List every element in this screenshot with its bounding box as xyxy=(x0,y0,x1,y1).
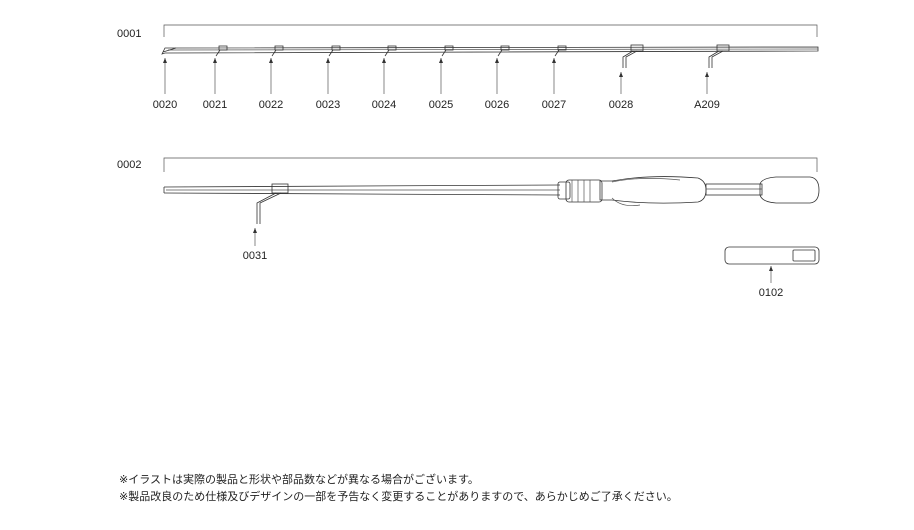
part-number-label: 0024 xyxy=(372,99,396,111)
guide-top-6 xyxy=(497,45,510,57)
arrow-head xyxy=(769,266,773,271)
guide-top-1 xyxy=(215,45,228,57)
arrow-head xyxy=(495,58,499,63)
section-label-butt: 0002 xyxy=(117,159,141,171)
section-label-tip: 0001 xyxy=(117,28,141,40)
arrow-head xyxy=(552,58,556,63)
part-number-label: 0028 xyxy=(609,99,633,111)
section-bracket-tip xyxy=(163,24,818,37)
part-number-label: 0021 xyxy=(203,99,227,111)
arrow-head xyxy=(439,58,443,63)
arrow-head xyxy=(619,72,623,77)
arrow-head xyxy=(382,58,386,63)
part-number-label: 0023 xyxy=(316,99,340,111)
reel-seat-handle xyxy=(557,176,820,207)
butt-cap-part xyxy=(724,246,820,265)
section-bracket-butt xyxy=(163,157,818,172)
guides-top xyxy=(162,44,730,68)
arrow-head xyxy=(253,228,257,233)
part-number-label: 0026 xyxy=(485,99,509,111)
guide-top-9 xyxy=(708,44,730,68)
part-number-label: A209 xyxy=(694,99,720,111)
part-number-label: 0027 xyxy=(542,99,566,111)
rod-butt xyxy=(163,184,561,196)
guide-top-7 xyxy=(554,45,567,57)
callouts-bottom: 0031 0102 xyxy=(243,228,783,299)
part-number-label: 0020 xyxy=(153,99,177,111)
arrow-head xyxy=(326,58,330,63)
disclaimer-note-2: ※製品改良のため仕様及びデザインの一部を予告なく変更することがありますので、あら… xyxy=(119,490,678,503)
guide-top-8 xyxy=(622,44,644,68)
disclaimer-note-1: ※イラストは実際の製品と形状や部品数などが異なる場合がございます。 xyxy=(119,473,479,486)
arrow-head xyxy=(705,72,709,77)
guide-top-3 xyxy=(328,45,341,57)
arrow-head xyxy=(163,58,167,63)
tip-top-guide xyxy=(162,47,177,53)
part-number-label: 0102 xyxy=(759,287,783,299)
callouts-top: 0020 0021 0022 0023 0024 0025 0026 0027 0028 A209 xyxy=(153,58,720,111)
guide-butt xyxy=(256,183,289,224)
guide-top-4 xyxy=(384,45,397,57)
part-number-label: 0022 xyxy=(259,99,283,111)
arrow-head xyxy=(269,58,273,63)
part-number-label: 0031 xyxy=(243,250,267,262)
part-number-label: 0025 xyxy=(429,99,453,111)
guide-top-5 xyxy=(441,45,454,57)
guide-top-2 xyxy=(271,45,284,57)
arrow-head xyxy=(213,58,217,63)
